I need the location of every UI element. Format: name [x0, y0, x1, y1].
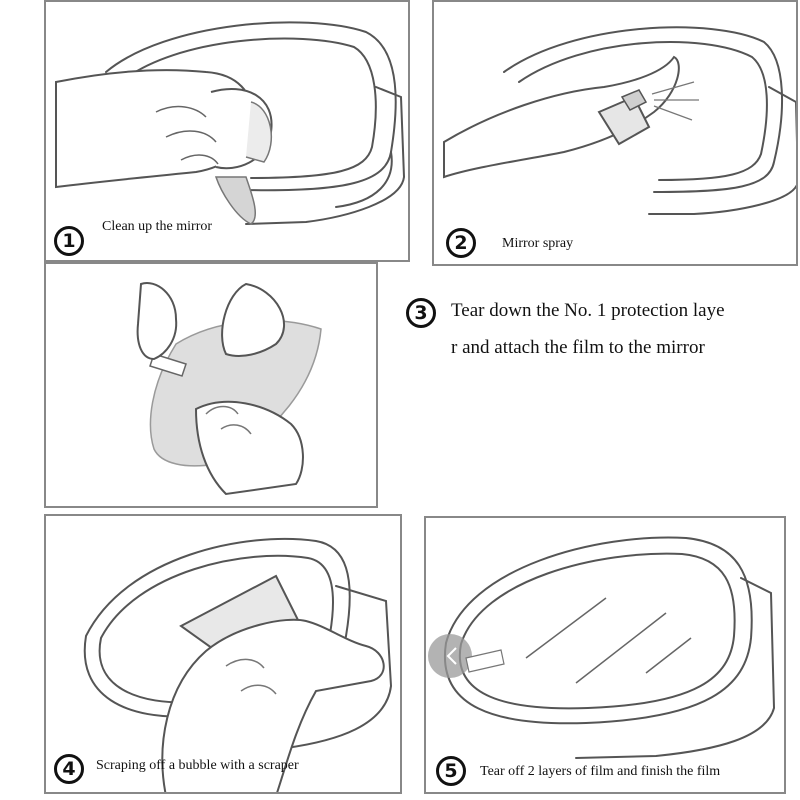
step-3-number-badge: 3	[406, 298, 436, 328]
mirror-spray-illustration	[443, 26, 796, 215]
step-3-caption-line2: r and attach the film to the mirror	[451, 337, 705, 358]
step-4-panel: 4 Scraping off a bubble with a scraper	[44, 514, 402, 794]
step-5-caption: Tear off 2 layers of film and finish the…	[480, 764, 721, 779]
step-4-caption: Scraping off a bubble with a scraper	[96, 758, 299, 773]
scraper-illustration	[83, 537, 393, 792]
step-5-panel: 5 Tear off 2 layers of film and finish t…	[424, 516, 786, 794]
step-3-caption-line1: Tear down the No. 1 protection laye	[451, 300, 725, 321]
step-2-panel: 2 Mirror spray	[432, 0, 798, 266]
clean-mirror-illustration	[55, 21, 406, 225]
step-3-panel	[44, 262, 378, 508]
finished-mirror-illustration	[428, 536, 776, 759]
step-1-caption: Clean up the mirror	[102, 219, 213, 234]
step-1-number-badge: 1	[54, 226, 84, 256]
step-4-number-badge: 4	[54, 754, 84, 784]
step-5-number-badge: 5	[436, 756, 466, 786]
step-1-panel: 1 Clean up the mirror	[44, 0, 410, 262]
step-2-caption: Mirror spray	[502, 236, 574, 251]
film-attach-illustration	[136, 282, 322, 496]
step-2-number-badge: 2	[446, 228, 476, 258]
